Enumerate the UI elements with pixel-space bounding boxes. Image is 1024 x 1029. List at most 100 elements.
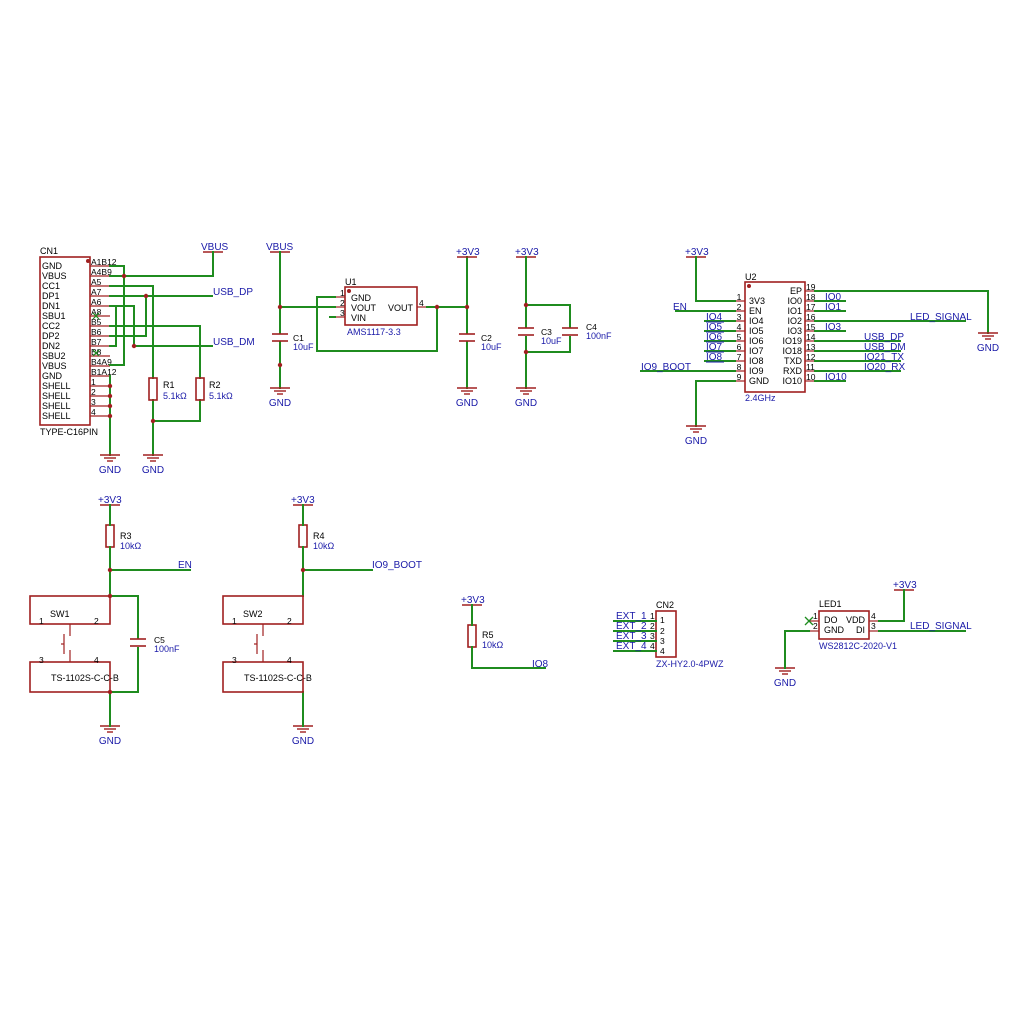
r2-value: 5.1kΩ (209, 391, 233, 401)
u2-right-pin-name: IO18 (782, 346, 802, 356)
v33-label-6: +3V3 (461, 595, 485, 606)
ext3-label: EXT_3 (616, 631, 647, 642)
io9-boot-label-u2: IO9_BOOT (641, 362, 691, 373)
u2-right-pin-number: 10 (806, 372, 816, 382)
u2-left-pin-name: IO9 (749, 366, 764, 376)
cn1-pin-name: DN1 (42, 301, 60, 311)
cn1-pin-number: 4 (91, 407, 96, 417)
led-signal-label-led: LED_SIGNAL (910, 621, 972, 632)
c3-capacitor: C3 10uF (518, 327, 562, 346)
led-signal-label-u2: LED_SIGNAL (910, 312, 972, 323)
sw2-wires (302, 504, 373, 727)
u2-left-pin-number: 6 (737, 342, 742, 352)
c1-value: 10uF (293, 342, 314, 352)
u2-left-pin-number: 9 (737, 372, 742, 382)
u1-value: AMS1117-3.3 (347, 327, 401, 337)
c3-ref: C3 (541, 327, 552, 337)
sw1-pin-2: 2 (94, 616, 99, 626)
u2-left-pin-number: 1 (737, 292, 742, 302)
ext4-label: EXT_4 (616, 641, 647, 652)
led1-wires (784, 589, 966, 669)
u1-pin-num-2: 2 (340, 298, 345, 308)
led1-value: WS2812C-2020-V1 (819, 641, 897, 651)
u2-right-pin-name: TXD (784, 356, 803, 366)
u2-left-pin-number: 5 (737, 332, 742, 342)
io4-label: IO4 (706, 312, 723, 323)
no-connect-marks-cn1 (92, 312, 100, 357)
c5-value: 100nF (154, 644, 180, 654)
cn1-pin-number: A5 (91, 277, 102, 287)
cn2-value: ZX-HY2.0-4PWZ (656, 659, 724, 669)
sw1-pin-3: 3 (39, 655, 44, 665)
ground-symbol: GND (685, 425, 707, 447)
cn2-pin-num-1: 1 (650, 611, 655, 621)
c4-value: 100nF (586, 331, 612, 341)
ground-label: GND (99, 465, 121, 476)
cn1-pin1-marker (86, 259, 90, 263)
c2-capacitor: C2 10uF (459, 333, 502, 352)
u2-left-pin-name: 3V3 (749, 296, 765, 306)
u2-left-pin-name: IO4 (749, 316, 764, 326)
r4-value: 10kΩ (313, 541, 335, 551)
u2-right-pin-name: IO3 (787, 326, 802, 336)
ground-symbol: GND (269, 387, 291, 409)
r1-ref: R1 (163, 380, 175, 390)
u2-left-pin-name: IO8 (749, 356, 764, 366)
sw1-tactile-switch: SW1 TS-1102S-C-C-B 1 2 3 4 (29, 595, 119, 693)
r1-value: 5.1kΩ (163, 391, 187, 401)
r4-resistor: R4 10kΩ (298, 524, 335, 551)
cn1-pin-name: SHELL (42, 391, 71, 401)
ground-symbol: GND (292, 725, 314, 747)
u2-body (744, 281, 806, 393)
cn1-pin-number: B6 (91, 327, 102, 337)
vbus-label-1: VBUS (201, 242, 229, 253)
led1-pin-num-2: 2 (813, 621, 818, 631)
c5-ref: C5 (154, 635, 165, 645)
r5-ref: R5 (482, 630, 494, 640)
cn1-pin-name: GND (42, 261, 63, 271)
u2-right-pin-name: IO2 (787, 316, 802, 326)
cn1-ref: CN1 (40, 246, 58, 256)
u2-left-pin-number: 3 (737, 312, 742, 322)
v33-label-2: +3V3 (515, 247, 539, 258)
u2-right-pin-name: IO10 (782, 376, 802, 386)
io8-label-r5: IO8 (532, 659, 549, 670)
sw1-value: TS-1102S-C-C-B (51, 673, 119, 683)
led1-pin-di: DI (856, 625, 865, 635)
cn1-pin-name: SHELL (42, 401, 71, 411)
cn1-pin-name: VBUS (42, 361, 67, 371)
cn1-pin-name: SBU1 (42, 311, 66, 321)
cn1-wires (109, 251, 214, 456)
sw2-ref: SW2 (243, 609, 263, 619)
led1-pin-num-4: 4 (871, 611, 876, 621)
cn2-pin-4: 4 (660, 646, 665, 656)
cn2-body (655, 610, 677, 658)
u2-right-pin-name: IO0 (787, 296, 802, 306)
io1-label: IO1 (825, 302, 842, 313)
ground-symbol: GND (142, 454, 164, 476)
r1-resistor: R1 5.1kΩ (148, 377, 187, 401)
c5-capacitor: C5 100nF (130, 635, 180, 654)
u1-wires (279, 251, 468, 389)
u2-left-pin-number: 8 (737, 362, 742, 372)
cn2-pin-3: 3 (660, 636, 665, 646)
r3-resistor: R3 10kΩ (105, 524, 142, 551)
ext2-label: EXT_2 (616, 621, 647, 632)
u1-pin-name-vin: VIN (351, 313, 366, 323)
u2-right-pin-number: 15 (806, 322, 816, 332)
v33-label-5: +3V3 (291, 495, 315, 506)
u2-right-pin-number: 16 (806, 312, 816, 322)
vbus-power-symbol: VBUS (201, 242, 229, 253)
u2-right-pin-name: EP (790, 286, 802, 296)
cn1-pin-name: VBUS (42, 271, 67, 281)
ground-label: GND (774, 678, 796, 689)
u2-right-pin-number: 18 (806, 292, 816, 302)
cn1-pin-name: SHELL (42, 411, 71, 421)
en-label-sw1: EN (178, 560, 192, 571)
u2-right-pin-number: 11 (806, 362, 815, 372)
cn1-pin-number: A6 (91, 297, 102, 307)
